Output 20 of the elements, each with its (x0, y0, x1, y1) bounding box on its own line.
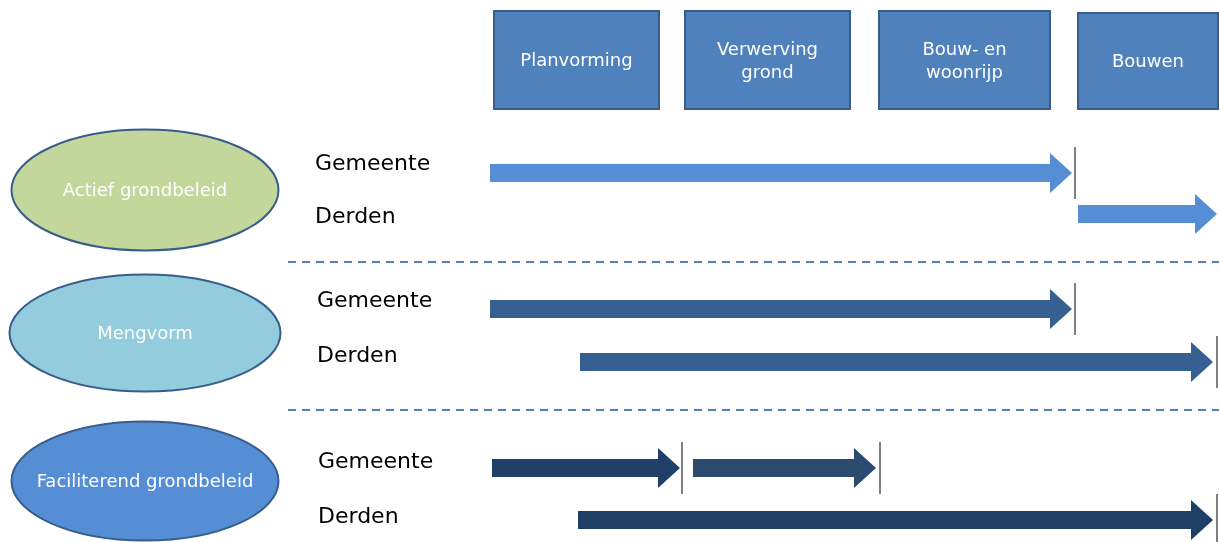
row-label: Derden (318, 503, 399, 528)
phase-box (1077, 12, 1219, 110)
phase-name: Verwerving grond (715, 36, 820, 84)
phase-box (684, 10, 851, 110)
phase-name: Bouwen (1111, 49, 1185, 73)
phase-box (493, 10, 660, 110)
row-label: Gemeente (318, 448, 434, 473)
policy-ellipse (10, 128, 280, 252)
policy-ellipse (8, 273, 282, 393)
phase-name: Bouw- en woonrijp (921, 36, 1008, 84)
policy-name: Actief grondbeleid (61, 178, 229, 202)
row-label: Derden (315, 203, 396, 228)
policy-name: Mengvorm (96, 321, 194, 345)
row-label: Gemeente (315, 150, 431, 175)
phase-name: Planvorming (519, 48, 634, 72)
row-label: Derden (317, 342, 398, 367)
row-label: Gemeente (317, 287, 433, 312)
phase-box (878, 10, 1051, 110)
policy-ellipse (10, 420, 280, 542)
policy-name: Faciliterend grondbeleid (35, 469, 255, 493)
